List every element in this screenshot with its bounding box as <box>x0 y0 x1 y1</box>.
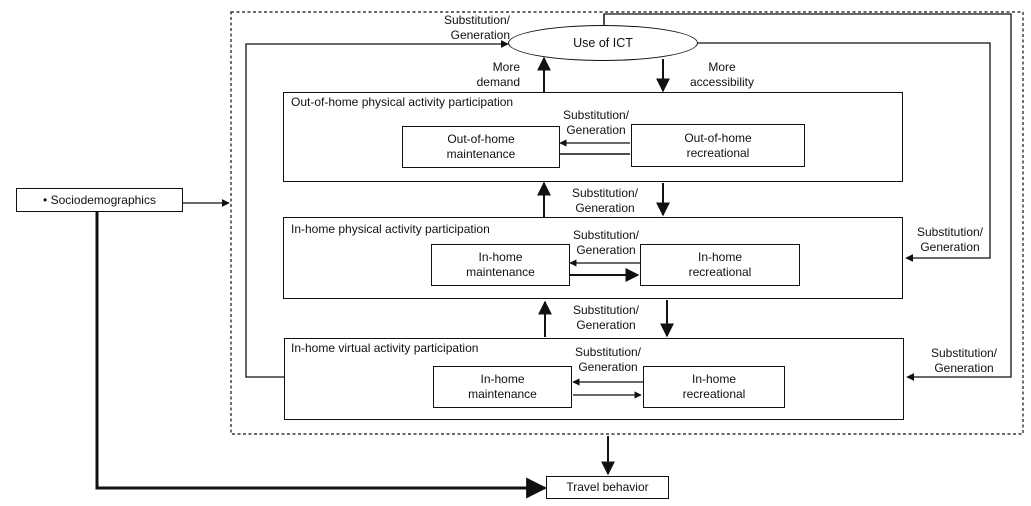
label-line: accessibility <box>689 75 755 89</box>
box-line-2: maintenance <box>446 147 516 161</box>
panel-in-home-physical <box>283 217 903 299</box>
panel-out-of-home-title: Out-of-home physical activity participat… <box>291 95 514 109</box>
virtual-to-ict-arrow <box>245 40 509 378</box>
box-line-2: recreational <box>682 387 746 401</box>
box-line-2: maintenance <box>468 387 537 401</box>
p1-link-label: Substitution/ Generation <box>556 108 636 138</box>
panel-in-home-physical-title: In-home physical activity participation <box>291 222 490 236</box>
top-left-edge-label: Substitution/ Generation <box>430 13 510 43</box>
between-2-3-label: Substitution/ Generation <box>566 303 646 333</box>
label-line: Generation <box>578 360 638 374</box>
socio-to-travel-arrow <box>95 212 548 499</box>
use-of-ict-label: Use of ICT <box>573 36 633 50</box>
ict-to-inhome-physical-arrow <box>697 42 991 262</box>
travel-behavior-label: Travel behavior <box>566 480 649 494</box>
use-of-ict-node: Use of ICT <box>508 25 698 61</box>
p2-link-label: Substitution/ Generation <box>566 228 646 258</box>
box-line-1: In-home <box>691 372 737 386</box>
label-line: demand <box>476 75 520 89</box>
out-of-home-recreational-box: Out-of-home recreational <box>631 124 805 167</box>
label-line: Substitution/ <box>562 108 630 122</box>
label-line: Substitution/ <box>572 228 640 242</box>
box-line-1: In-home <box>697 250 743 264</box>
label-line: Generation <box>576 318 636 332</box>
label-line: Generation <box>575 201 635 215</box>
more-demand-label: More demand <box>460 60 520 90</box>
box-line-1: Out-of-home <box>447 132 515 146</box>
box-line-2: recreational <box>688 265 752 279</box>
more-accessibility-label: More accessibility <box>680 60 764 90</box>
p3-link-label: Substitution/ Generation <box>568 345 648 375</box>
label-line: Generation <box>576 243 636 257</box>
label-line: Generation <box>934 361 994 375</box>
label-line: More <box>708 60 736 74</box>
label-line: Substitution/ <box>571 186 639 200</box>
ict-to-virtual-arrow <box>603 13 1012 381</box>
box-line-1: In-home <box>478 250 523 264</box>
label-line: Substitution/ <box>930 346 998 360</box>
in-home-recreational-box-1: In-home recreational <box>640 244 800 286</box>
in-home-maintenance-box-1: In-home maintenance <box>431 244 570 286</box>
box-line-2: recreational <box>686 145 750 160</box>
label-line: Substitution/ <box>574 345 642 359</box>
in-home-maintenance-box-2: In-home maintenance <box>433 366 572 408</box>
sociodemographics-label: • Sociodemographics <box>43 192 156 207</box>
panel-out-of-home <box>283 92 903 182</box>
panel-in-home-virtual <box>284 338 904 420</box>
label-line: Substitution/ <box>443 13 510 27</box>
panel-in-home-virtual-title: In-home virtual activity participation <box>291 341 479 355</box>
sociodemographics-node: • Sociodemographics <box>16 188 183 212</box>
label-line: Substitution/ <box>572 303 640 317</box>
label-line: Generation <box>920 240 980 254</box>
between-1-2-label: Substitution/ Generation <box>565 186 645 216</box>
label-line: Generation <box>450 28 510 42</box>
label-line: Substitution/ <box>916 225 984 239</box>
right-lower-label: Substitution/ Generation <box>924 346 1004 376</box>
box-line-1: Out-of-home <box>684 130 752 145</box>
out-of-home-maintenance-box: Out-of-home maintenance <box>402 126 560 168</box>
right-upper-label: Substitution/ Generation <box>910 225 990 255</box>
in-home-recreational-box-2: In-home recreational <box>643 366 785 408</box>
system-boundary <box>230 11 1024 435</box>
box-line-1: In-home <box>480 372 525 386</box>
box-line-2: maintenance <box>466 265 535 279</box>
label-line: More <box>492 60 520 74</box>
travel-behavior-node: Travel behavior <box>546 476 669 499</box>
label-line: Generation <box>566 123 626 137</box>
